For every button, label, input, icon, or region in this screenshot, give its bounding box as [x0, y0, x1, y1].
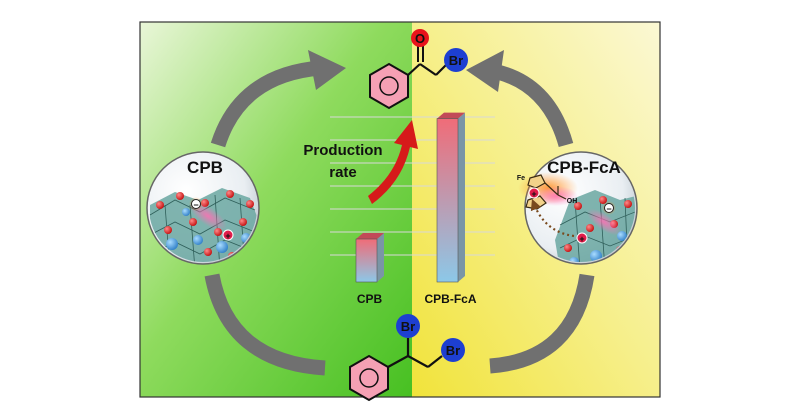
production-rate-bars: CPB CPB-FcA	[355, 112, 477, 306]
hole-transfer-arrow-icon	[530, 198, 575, 238]
bar-chart-guidelines	[330, 116, 495, 256]
product-molecule: O Br	[369, 29, 468, 110]
cpb-fca-sphere-label: CPB-FcA	[547, 158, 621, 177]
cpb-catalyst-sphere: − + CPB	[146, 151, 260, 265]
oxygen-label: O	[415, 31, 425, 46]
hydroxyl-label: OH	[567, 198, 578, 205]
cycle-arrow-left-top	[210, 60, 321, 148]
figure-border	[139, 21, 661, 398]
svg-text:+: +	[531, 189, 536, 199]
bromine-label: Br	[449, 53, 463, 68]
bromine-label: Br	[446, 343, 460, 358]
benzene-ring-icon	[369, 62, 409, 110]
bar-label-cpb-fca: CPB-FcA	[424, 292, 476, 306]
bar-cpb	[355, 238, 378, 283]
hole-icon	[528, 187, 540, 199]
svg-text:+: +	[225, 231, 230, 241]
production-rate-label: Production	[303, 142, 382, 159]
cycle-arrow-left-bottom	[204, 273, 326, 376]
cpb-sphere-label: CPB	[187, 158, 223, 177]
iron-label: Fe	[517, 175, 525, 182]
cycle-arrow-right-top	[486, 62, 574, 148]
benzene-ring-icon	[349, 354, 389, 402]
cycle-arrowhead-right	[466, 50, 504, 92]
svg-text:+: +	[579, 234, 584, 244]
bar-label-cpb: CPB	[357, 292, 383, 306]
cycle-arrow-right-bottom	[489, 273, 595, 374]
bromine-atom-icon	[396, 314, 420, 338]
hole-icon	[576, 232, 588, 244]
reactant-molecule: Br Br	[349, 314, 465, 402]
cycle-arrowhead-left	[308, 50, 346, 90]
cpb-fca-catalyst-sphere: − + Fe OH + CPB-FcA	[517, 151, 638, 265]
perovskite-lattice-icon	[149, 188, 257, 262]
bar-top	[437, 112, 465, 119]
oxygen-atom-icon	[411, 29, 429, 47]
bar-side	[458, 112, 465, 282]
svg-text:−: −	[193, 200, 198, 210]
bar-side	[377, 233, 384, 282]
production-rate-arrow-icon	[368, 120, 418, 204]
bromine-label: Br	[401, 319, 415, 334]
bar-top	[356, 233, 384, 239]
bromine-atom-icon	[444, 48, 468, 72]
bromine-atom-icon	[441, 338, 465, 362]
svg-text:−: −	[606, 204, 611, 214]
hole-icon	[222, 229, 234, 241]
reaction-cycle-arrows	[204, 60, 595, 376]
bar-cpb-fca	[436, 118, 459, 283]
production-rate-label-line2: rate	[329, 164, 357, 181]
